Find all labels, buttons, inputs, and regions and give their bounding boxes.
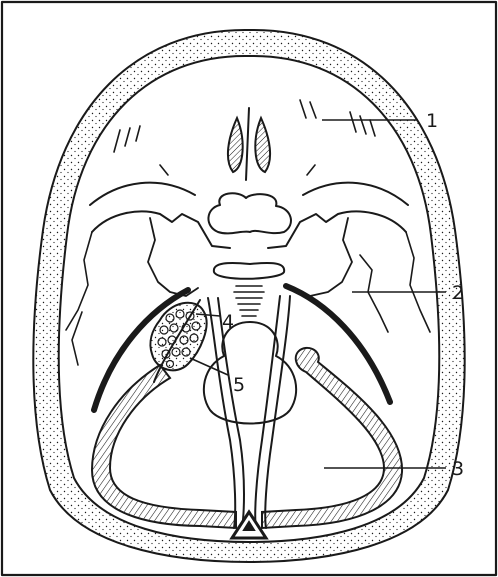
clivus — [214, 263, 284, 316]
orbital-marks-left — [114, 126, 140, 152]
label-4: 4 — [222, 311, 234, 333]
orbital-marks-right — [350, 112, 375, 136]
label-2: 2 — [452, 282, 464, 304]
transverse-sinus — [92, 348, 402, 528]
leader-line-5 — [190, 358, 228, 375]
foramen-magnum — [204, 322, 296, 424]
label-1: 1 — [426, 110, 438, 132]
label-3: 3 — [452, 458, 464, 480]
confluence-of-sinuses — [232, 512, 266, 538]
sella-turcica — [208, 193, 291, 233]
crista-galli — [228, 108, 270, 180]
middle-cranial-fossa — [66, 211, 430, 365]
cribriform-plate-right — [255, 118, 270, 172]
cribriform-plate-left — [228, 118, 243, 172]
label-5: 5 — [233, 374, 245, 396]
